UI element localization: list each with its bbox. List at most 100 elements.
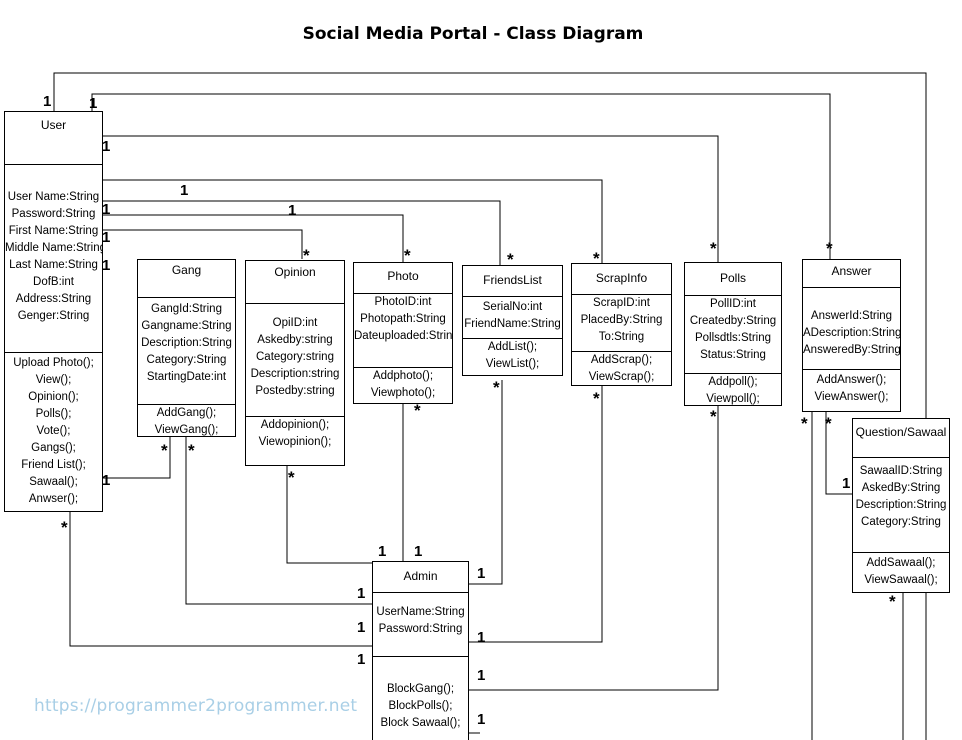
diagram-title: Social Media Portal - Class Diagram [302,24,644,44]
user-class[interactable]: User User Name:String Password:String Fi… [4,111,103,512]
method: Viewopinion(); [258,436,332,448]
friendslist-class[interactable]: FriendsList SerialNo:int FriendName:Stri… [462,265,563,376]
gang-attributes: GangId:String Gangname:String Descriptio… [138,297,235,404]
friendslist-methods: AddList(); ViewList(); [463,338,562,373]
user-gang-line [102,437,171,479]
mult-user-scrap-1: 1 [180,182,189,199]
attribute: SawaalID:String [859,465,943,477]
mult-user-photo-1: 1 [102,229,111,246]
question-attributes: SawaalID:String AskedBy:String Descripti… [853,457,949,552]
method: Gangs(); [31,442,76,454]
mult-answer-star: * [826,239,833,258]
method: Polls(); [35,408,72,420]
mult-question-1: 1 [842,475,851,492]
attribute: To:String [598,331,645,343]
method: ViewAnswer(); [814,391,889,403]
user-methods: Upload Photo(); View(); Opinion(); Polls… [5,352,102,508]
method: View(); [35,374,72,386]
attribute: PhotoID:int [374,296,432,308]
opinion-class[interactable]: Opinion OpiID:int Askedby:string Categor… [245,260,345,466]
attribute: AnswerId:String [810,310,893,322]
user-polls-line [102,135,719,262]
attribute: ADescription:String [803,327,900,339]
attribute: DofB:int [33,276,74,288]
photo-attributes: PhotoID:int Photopath:String Dateuploade… [354,293,452,367]
polls-class[interactable]: Polls PollID:int Createdby:String Pollsd… [684,262,782,406]
mult-photo-star: * [404,246,411,265]
scrapinfo-class[interactable]: ScrapInfo ScrapID:int PlacedBy:String To… [571,263,672,386]
mult-user-answer-1: 1 [89,95,98,112]
attribute: SerialNo:int [482,301,543,313]
attribute: Postedby:string [255,385,335,397]
method: ViewSawaal(); [864,574,938,586]
opinion-methods: Addopinion(); Viewopinion(); [246,416,344,451]
polls-attributes: PollID:int Createdby:String Pollsdtls:St… [685,295,781,373]
answer-class[interactable]: Answer AnswerId:String ADescription:Stri… [802,259,901,412]
method: Vote(); [36,425,71,437]
mult-friends-admin-star: * [493,378,500,397]
mult-admin-photo-1: 1 [414,543,423,560]
attribute: ScrapID:int [593,297,650,309]
attribute: Description:string [250,368,340,380]
attribute: OpiID:int [272,317,318,329]
mult-question-down-star: * [889,592,896,611]
answer-methods: AddAnswer(); ViewAnswer(); [803,369,900,406]
user-photo-line [102,214,404,262]
method: Block Sawaal(); [380,717,461,729]
attribute: User Name:String [7,191,100,203]
attribute: PollID:int [709,298,757,310]
attribute: Photopath:String [360,313,446,325]
mult-admin-gang-1: 1 [357,585,366,602]
user-answer-line [91,93,831,259]
friendslist-attributes: SerialNo:int FriendName:String [463,296,562,338]
attribute: UserName:String [376,606,465,618]
scrapinfo-attributes: ScrapID:int PlacedBy:String To:String [572,294,671,351]
attribute: Createdby:String [689,315,777,327]
mult-opinion-star: * [303,246,310,265]
attribute: Category:string [256,351,334,363]
mult-user-admin-star: * [61,518,68,537]
method: Addopinion(); [260,419,330,431]
gang-admin-line [185,437,372,605]
attribute: AskedBy:String [861,482,941,494]
attribute: Dateuploaded:String [354,330,452,342]
mult-polls-admin-star: * [710,407,717,426]
mult-admin-bottom-1: 1 [477,711,486,728]
attribute: Category:String [146,354,227,366]
attribute: Status:String [700,349,766,361]
method: Sawaal(); [29,476,78,488]
scrapinfo-admin-line [468,386,603,643]
gang-class[interactable]: Gang GangId:String Gangname:String Descr… [137,259,236,437]
mult-gang-user-star: * [161,441,168,460]
polls-admin-line [468,406,719,691]
method: Addphoto(); [372,370,434,382]
method: AddSawaal(); [866,557,936,569]
user-class-name: User [40,118,67,132]
mult-scrap-star: * [593,249,600,268]
mult-opinion-admin-star: * [288,468,295,487]
answer-class-name: Answer [831,264,872,278]
attribute: Pollsdtls:String [694,332,772,344]
admin-class[interactable]: Admin UserName:String Password:String Bl… [372,561,469,740]
mult-polls-star: * [710,239,717,258]
method: ViewList(); [485,358,540,370]
admin-attributes: UserName:String Password:String [373,592,468,656]
photo-class[interactable]: Photo PhotoID:int Photopath:String Dateu… [353,262,453,404]
attribute: Askedby:string [257,334,333,346]
method: Viewpoll(); [706,393,760,405]
question-class[interactable]: Question/Sawaal SawaalID:String AskedBy:… [852,418,950,593]
attribute: Gangname:String [141,320,232,332]
mult-user-friends-1: 1 [102,201,111,218]
opinion-attributes: OpiID:int Askedby:string Category:string… [246,303,344,416]
mult-user-opinion-1: 1 [102,257,111,274]
photo-methods: Addphoto(); Viewphoto(); [354,367,452,402]
question-class-name: Question/Sawaal [855,425,947,439]
method: Friend List(); [21,459,86,471]
admin-class-name: Admin [403,569,438,583]
mult-admin-polls-1: 1 [477,667,486,684]
method: BlockPolls(); [388,700,453,712]
question-methods: AddSawaal(); ViewSawaal(); [853,552,949,589]
mult-admin-user-1b: 1 [357,651,366,668]
attribute: GangId:String [151,303,222,315]
method: Addpoll(); [708,376,758,388]
